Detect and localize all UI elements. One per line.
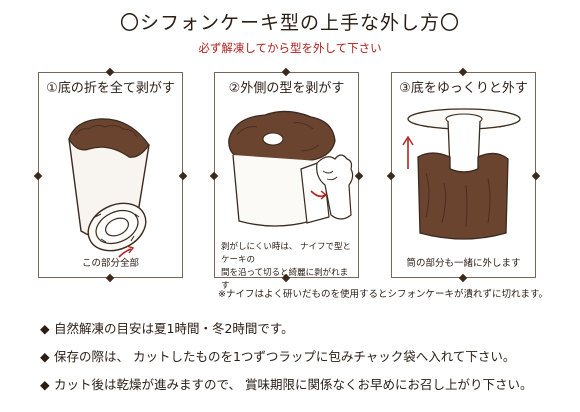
diamond-bullet-icon: ◆ bbox=[40, 349, 50, 364]
diamond-bullet-icon: ◆ bbox=[40, 377, 50, 392]
step-1-heading: ①底の折を全て剥がす bbox=[46, 81, 175, 96]
diamond-bullet-icon: ◆ bbox=[40, 321, 50, 336]
step-2-heading: ②外側の型を剥がす bbox=[228, 81, 345, 96]
step-panel-1: ①底の折を全て剥がす この部分全部 bbox=[33, 67, 188, 283]
knife-note: ※ナイフはよく研いだものを使用するとシフォンケーキが潰れずに切れます。 bbox=[218, 289, 549, 300]
step-panel-3: ③底をゆっくりと外す 筒の部分も一緒に外します bbox=[386, 67, 541, 283]
tip-item: ◆ 保存の際は、 カットしたものを1つずつラップに包みチャック袋へ入れて下さい。 bbox=[40, 346, 515, 365]
tip-text: 保存の際は、 カットしたものを1つずつラップに包みチャック袋へ入れて下さい。 bbox=[54, 349, 516, 364]
step-3-heading: ③底をゆっくりと外す bbox=[399, 81, 528, 96]
tip-text: 自然解凍の目安は夏1時間・冬2時間です。 bbox=[54, 321, 294, 336]
step-2-illustration bbox=[228, 110, 354, 227]
tip-item: ◆ カット後は乾燥が進みますので、 賞味期限に関係なくお早めにお召し上がり下さい。 bbox=[40, 374, 532, 393]
step-3-illustration bbox=[402, 108, 521, 240]
step-3-caption: 筒の部分も一緒に外します bbox=[406, 258, 521, 269]
step-panel-2: ②外側の型を剥がす 剥がしにくい時は、 ナイフで型とケーキの 間を沿って切ると綺… bbox=[209, 67, 364, 291]
tip-item: ◆ 自然解凍の目安は夏1時間・冬2時間です。 bbox=[40, 318, 294, 337]
step-2-caption-line-2: 間を沿って切ると綺麗に剥がれます bbox=[221, 268, 349, 291]
step-2-caption: 剥がしにくい時は、 ナイフで型とケーキの 間を沿って切ると綺麗に剥がれます bbox=[221, 241, 353, 293]
tip-text: カット後は乾燥が進みますので、 賞味期限に関係なくお早めにお召し上がり下さい。 bbox=[54, 377, 533, 392]
step-1-caption: この部分全部 bbox=[81, 258, 139, 269]
page-subtitle: 必ず解凍してから型を外して下さい bbox=[198, 41, 382, 55]
step-2-caption-line-1: 剥がしにくい時は、 ナイフで型とケーキの bbox=[221, 242, 352, 265]
step-1-illustration bbox=[68, 118, 150, 258]
page-title: 〇シフォンケーキ型の上手な外し方〇 bbox=[119, 12, 460, 34]
